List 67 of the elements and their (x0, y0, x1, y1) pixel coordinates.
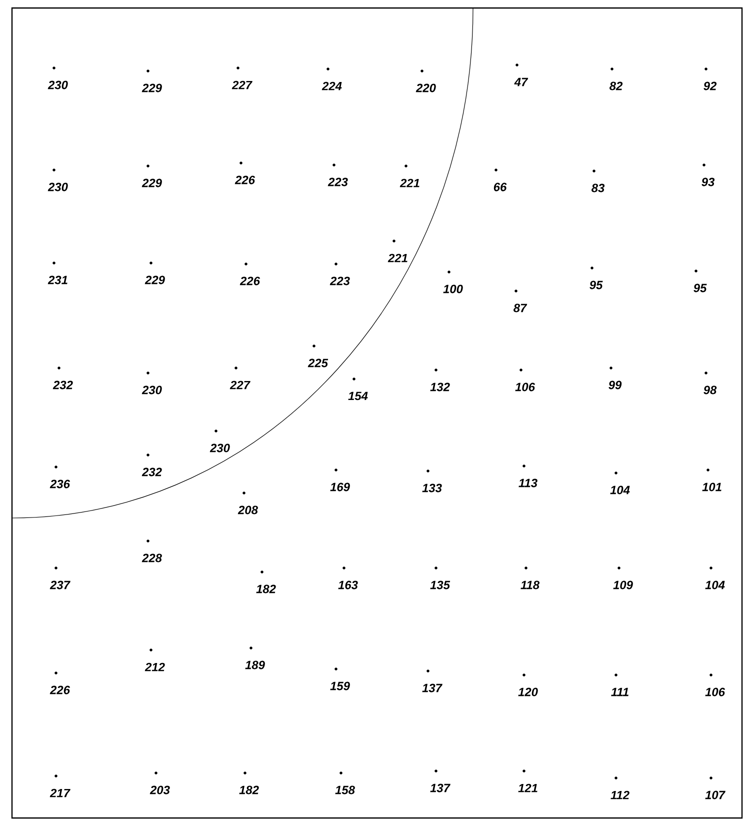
data-point: 220 (416, 70, 436, 92)
data-point: 226 (240, 262, 260, 286)
data-point: 226 (50, 672, 70, 694)
data-point: 132 (430, 368, 450, 392)
data-point: 104 (705, 566, 725, 590)
data-point: 93 (702, 164, 715, 186)
data-point: 82 (610, 68, 623, 90)
data-point: 83 (592, 170, 605, 192)
data-point: 229 (142, 70, 162, 92)
data-point: 229 (142, 164, 162, 188)
data-point: 212 (144, 648, 165, 672)
data-point: 232 (142, 454, 162, 476)
data-point: 154 (348, 378, 368, 400)
data-point: 106 (705, 674, 726, 696)
data-point: 120 (518, 674, 538, 696)
data-point: 230 (210, 430, 230, 452)
data-point: 133 (422, 470, 442, 492)
data-point: 137 (422, 670, 442, 692)
data-point: 231 (48, 262, 68, 284)
data-point: 101 (702, 468, 722, 492)
data-point: 230 (48, 66, 68, 90)
data-point: 223 (330, 262, 350, 286)
data-point: 221 (388, 240, 408, 262)
data-point: 95 (590, 266, 603, 290)
data-point: 158 (335, 772, 355, 794)
data-point: 221 (400, 164, 420, 188)
data-point: 99 (608, 366, 622, 390)
data-point: 98 (704, 372, 717, 394)
data-point: 159 (330, 668, 350, 690)
data-point: 100 (443, 270, 463, 294)
data-point: 112 (610, 776, 630, 800)
data-point: 182 (239, 772, 259, 794)
data-point: 217 (50, 774, 70, 798)
data-point: 66 (494, 168, 507, 192)
data-point: 227 (230, 366, 250, 390)
data-point: 163 (338, 566, 358, 590)
data-point: 109 (613, 566, 633, 590)
data-point: 104 (610, 472, 630, 494)
data-point: 47 (514, 64, 528, 86)
data-point: 189 (245, 646, 265, 670)
data-point: 228 (142, 540, 162, 562)
data-point: 229 (144, 262, 165, 284)
data-point: 224 (322, 68, 342, 90)
data-point: 106 (515, 368, 536, 392)
data-point: 230 (142, 372, 162, 394)
data-point: 237 (50, 566, 70, 590)
data-point: 223 (328, 164, 348, 186)
data-point: 92 (704, 68, 717, 90)
data-point: 232 (52, 366, 73, 390)
data-point: 230 (48, 168, 68, 192)
data-point: 225 (308, 344, 328, 368)
data-point: 107 (705, 776, 726, 800)
data-point: 182 (256, 570, 276, 594)
data-point: 227 (232, 66, 252, 90)
data-point: 236 (50, 466, 70, 488)
data-point: 137 (430, 770, 450, 792)
data-point: 208 (238, 492, 258, 514)
data-point: 87 (514, 290, 528, 312)
data-point: 203 (150, 772, 170, 794)
data-point: 226 (234, 162, 256, 184)
data-point: 135 (430, 566, 450, 590)
data-point: 113 (518, 464, 538, 488)
data-point: 111 (611, 674, 628, 696)
data-point: 121 (518, 770, 538, 792)
data-point: 118 (520, 566, 540, 590)
data-point: 169 (330, 468, 350, 492)
data-point: 95 (694, 270, 707, 292)
